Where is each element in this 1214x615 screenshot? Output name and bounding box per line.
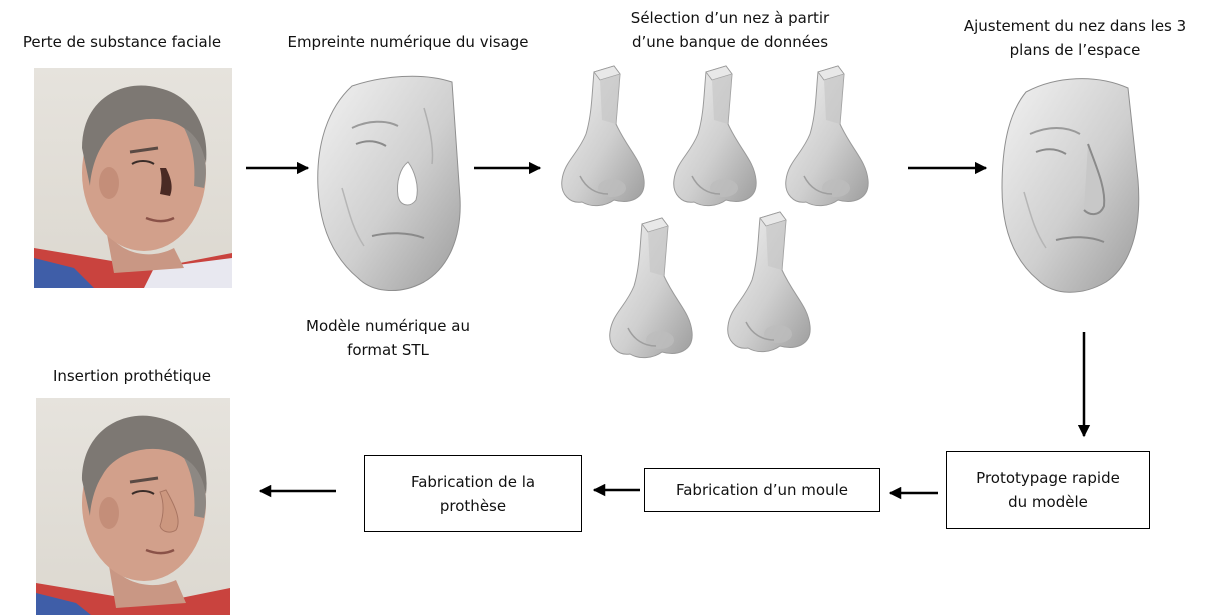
label-adjust: Ajustement du nez dans les 3 plans de l’…	[963, 17, 1187, 59]
box-rapid-prototyping: Prototypage rapide du modèle	[946, 451, 1150, 529]
label-insertion: Insertion prothétique	[52, 367, 212, 385]
label-stl-model: Modèle numérique au format STL	[306, 317, 470, 359]
arrow-left-2	[592, 483, 640, 497]
nose-model-1	[560, 65, 645, 207]
nose-model-3	[784, 65, 869, 207]
patient-photo-before	[34, 68, 232, 288]
box-mould-fabrication: Fabrication d’un moule	[644, 468, 880, 512]
label-face-loss: Perte de substance faciale	[22, 33, 222, 51]
nose-model-2	[672, 65, 757, 207]
arrow-left-1	[888, 486, 938, 500]
arrow-right-3	[908, 161, 988, 175]
arrow-right-1	[246, 161, 310, 175]
patient-photo-after	[36, 398, 230, 615]
label-digital-print: Empreinte numérique du visage	[287, 33, 529, 51]
box-prosthesis-fabrication: Fabrication de la prothèse	[364, 455, 582, 532]
arrow-down	[1077, 332, 1091, 438]
label-nose-selection: Sélection d’un nez à partir d’une banque…	[630, 9, 830, 51]
nose-model-4	[608, 217, 693, 359]
digital-face-model	[317, 75, 461, 292]
arrow-left-3	[258, 484, 336, 498]
nose-model-5	[726, 211, 811, 353]
adjusted-face-model	[1001, 78, 1140, 293]
arrow-right-2	[474, 161, 542, 175]
